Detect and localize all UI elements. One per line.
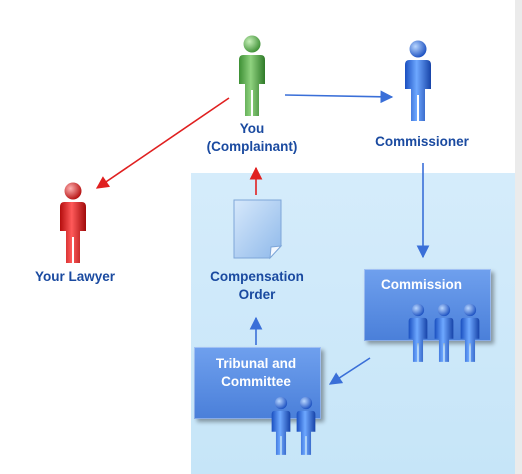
label-compensation-order: Compensation Order bbox=[210, 269, 304, 302]
label-commission: Commission bbox=[380, 277, 462, 292]
person-you-icon bbox=[239, 35, 265, 116]
label-tribunal: Tribunal and Committee bbox=[215, 356, 297, 389]
document-icon bbox=[233, 199, 283, 260]
arrow-you-to-commissioner bbox=[284, 90, 394, 104]
page-edge bbox=[515, 0, 522, 474]
commission-members-icon bbox=[408, 303, 480, 362]
tribunal-box bbox=[194, 347, 321, 419]
arrow-you-to-lawyer bbox=[95, 97, 230, 189]
label-you: You (Complainant) bbox=[206, 121, 298, 154]
arrow-commission-to-tribunal bbox=[328, 357, 371, 385]
person-lawyer-icon bbox=[60, 182, 86, 263]
person-commissioner-icon bbox=[405, 40, 431, 121]
label-commissioner: Commissioner bbox=[375, 134, 469, 149]
tribunal-members-icon bbox=[271, 396, 316, 455]
label-lawyer: Your Lawyer bbox=[34, 269, 116, 284]
